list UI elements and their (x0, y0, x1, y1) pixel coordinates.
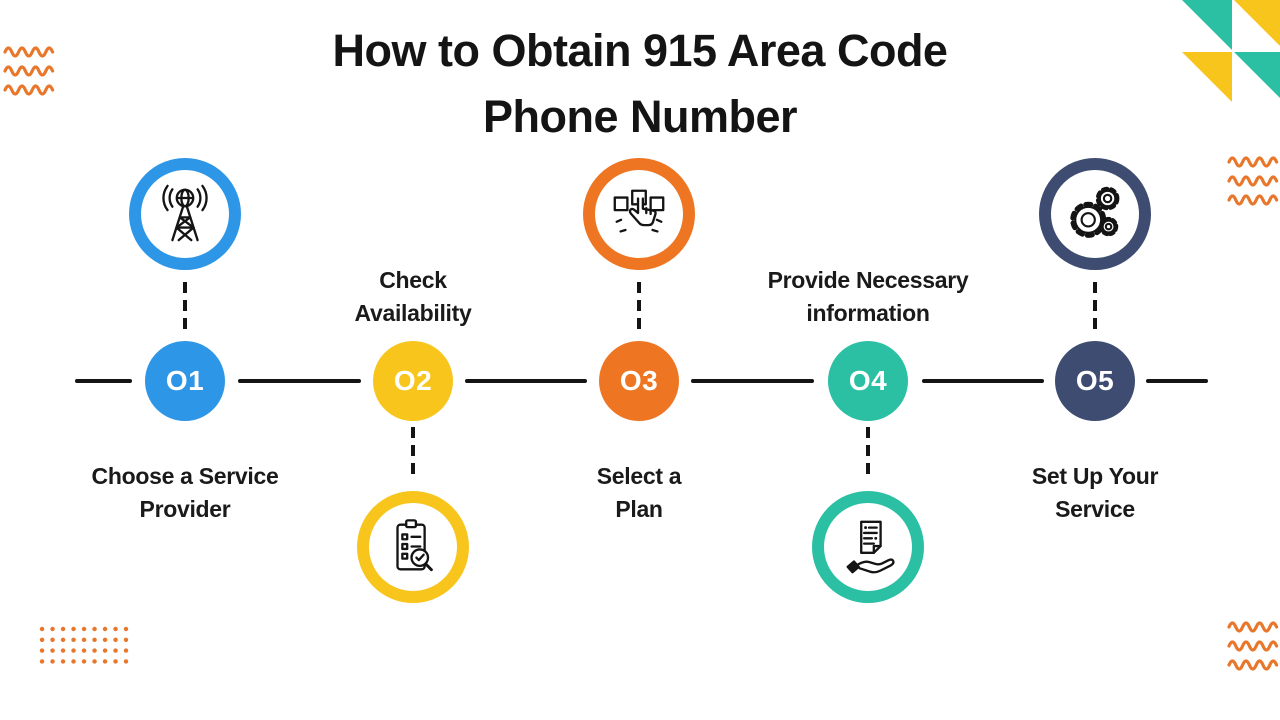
zigzag-decoration-right (1227, 156, 1279, 206)
step-4-icon-ring (812, 491, 924, 603)
step-2-dashed-connector (411, 427, 415, 474)
yellow-triangle (1182, 52, 1232, 102)
step-4-label: Provide Necessary information (748, 264, 988, 330)
gears-icon (1070, 186, 1120, 238)
step-2-number: O2 (393, 365, 433, 396)
document-hand-icon (846, 520, 895, 574)
step-2-number-badge: O2 (373, 341, 453, 421)
triangles-decoration-top-right (1182, 0, 1280, 102)
step-4-number-badge: O4 (828, 341, 908, 421)
step-1-dashed-connector (183, 282, 187, 329)
step-5-dashed-connector (1093, 282, 1097, 329)
timeline-segment (75, 379, 132, 383)
step-5-label: Set Up Your Service (975, 460, 1215, 526)
timeline-segment (1146, 379, 1208, 383)
timeline-segment (922, 379, 1044, 383)
step-1-label-line-2: Provider (139, 496, 231, 522)
zigzag-decoration-top-left (3, 46, 55, 96)
step-3-number-badge: O3 (599, 341, 679, 421)
step-2-label: Check Availability (293, 264, 533, 330)
step-2: Check Availability O2 (293, 150, 533, 620)
page-title-line-1: How to Obtain 915 Area Code (332, 25, 948, 76)
step-1-label: Choose a Service Provider (65, 460, 305, 526)
step-3-label-line-2: Plan (615, 496, 663, 522)
step-4: Provide Necessary information O4 (748, 150, 988, 620)
clipboard-checklist-icon (396, 519, 433, 572)
radio-tower-icon (162, 184, 208, 242)
timeline-segment (238, 379, 361, 383)
step-3-label: Select a Plan (519, 460, 759, 526)
step-4-label-line-2: information (806, 300, 930, 326)
step-1-number-badge: O1 (145, 341, 225, 421)
step-1-number: O1 (165, 365, 205, 396)
step-3: O3 Select a Plan (519, 150, 759, 620)
step-5-label-line-1: Set Up Your (1031, 463, 1159, 489)
step-4-dashed-connector (866, 427, 870, 474)
zigzag-decoration-bottom-right (1227, 621, 1279, 671)
step-5-number: O5 (1075, 365, 1115, 396)
step-4-label-line-1: Provide Necessary (767, 267, 969, 293)
teal-triangle (1182, 0, 1232, 50)
timeline-segment (691, 379, 814, 383)
step-3-icon-ring (583, 158, 695, 270)
page-title-line-2: Phone Number (482, 91, 798, 142)
step-1-label-line-1: Choose a Service (91, 463, 279, 489)
step-1-icon-ring (129, 158, 241, 270)
step-5-icon-ring (1039, 158, 1151, 270)
step-3-label-line-1: Select a (596, 463, 682, 489)
teal-triangle (1234, 52, 1280, 98)
step-3-dashed-connector (637, 282, 641, 329)
step-4-number: O4 (848, 365, 888, 396)
step-2-icon-ring (357, 491, 469, 603)
page-title: How to Obtain 915 Area Code Phone Number (0, 18, 1280, 150)
tap-selection-icon (613, 189, 665, 233)
step-5-label-line-2: Service (1055, 496, 1135, 522)
step-2-label-line-1: Check (379, 267, 447, 293)
step-5: O5 Set Up Your Service (975, 150, 1215, 620)
dots-decoration-bottom-left (39, 626, 129, 664)
step-1: O1 Choose a Service Provider (65, 150, 305, 620)
yellow-triangle (1234, 0, 1280, 46)
step-5-number-badge: O5 (1055, 341, 1135, 421)
timeline-segment (465, 379, 587, 383)
step-2-label-line-2: Availability (354, 300, 472, 326)
step-3-number: O3 (619, 365, 659, 396)
